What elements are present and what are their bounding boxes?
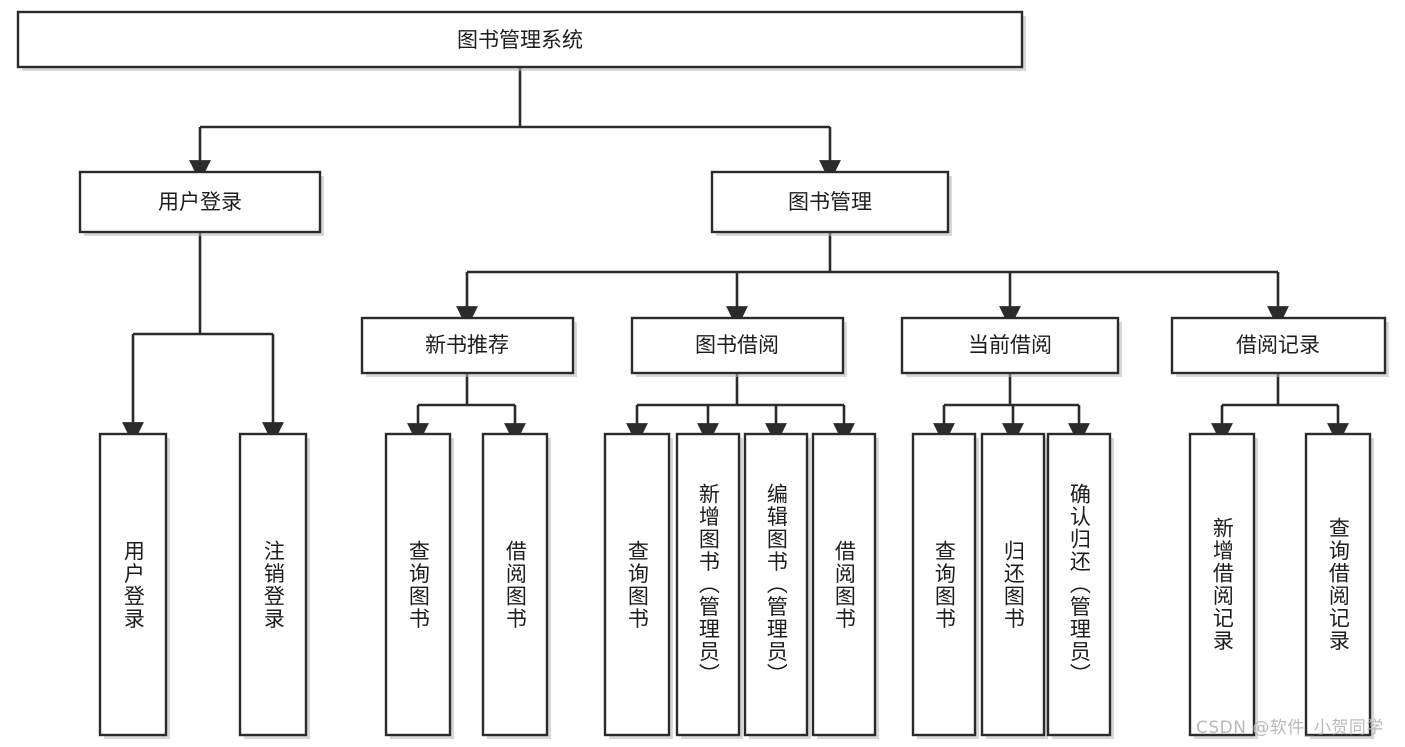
node-new-book-recommend[interactable]: 新书推荐: [360, 316, 577, 377]
node-new-book-recommend-label: 新书推荐: [425, 333, 509, 357]
node-user-login-label: 用户登录: [158, 190, 242, 214]
node-user-login[interactable]: 用户登录: [78, 170, 324, 236]
node-current-borrow-label: 当前借阅: [968, 333, 1052, 357]
node-query-book-recommend[interactable]: [384, 432, 454, 739]
leaf-box-group: [98, 432, 1374, 739]
node-edit-book-admin[interactable]: [743, 432, 811, 739]
node-confirm-return-admin[interactable]: [1046, 432, 1114, 739]
node-query-book-borrow[interactable]: [603, 432, 673, 739]
node-book-management-label: 图书管理: [788, 190, 872, 214]
node-borrow-book[interactable]: [811, 432, 879, 739]
connector-group-new-book-recommend: [407, 373, 526, 446]
node-book-management[interactable]: 图书管理: [710, 170, 952, 236]
node-query-book-current[interactable]: [911, 432, 979, 739]
node-add-borrow-record[interactable]: [1188, 432, 1258, 739]
node-current-borrow[interactable]: 当前借阅: [900, 316, 1122, 377]
node-borrow-record-label: 借阅记录: [1236, 333, 1320, 357]
node-user-login-leaf[interactable]: [98, 432, 170, 739]
node-borrow-record[interactable]: 借阅记录: [1170, 316, 1389, 377]
node-add-book-admin[interactable]: [675, 432, 743, 739]
connector-group-book-borrow: [626, 373, 855, 446]
connector-group-current-borrow: [933, 373, 1090, 446]
node-return-book[interactable]: [980, 432, 1048, 739]
connector-group-user-login: [122, 232, 284, 445]
connector-group-borrow-record: [1211, 373, 1349, 446]
watermark-text: CSDN @软件_小贺同学: [1196, 718, 1384, 738]
connector-group-root: [189, 67, 841, 183]
node-book-borrow-label: 图书借阅: [695, 333, 779, 357]
node-logout-leaf[interactable]: [238, 432, 310, 739]
node-borrow-book-recommend[interactable]: [481, 432, 551, 739]
node-query-borrow-record[interactable]: [1304, 432, 1374, 739]
node-root[interactable]: 图书管理系统: [16, 10, 1026, 71]
node-root-label: 图书管理系统: [457, 28, 583, 52]
connector-group-book-management: [456, 232, 1289, 329]
node-book-borrow[interactable]: 图书借阅: [630, 316, 847, 377]
